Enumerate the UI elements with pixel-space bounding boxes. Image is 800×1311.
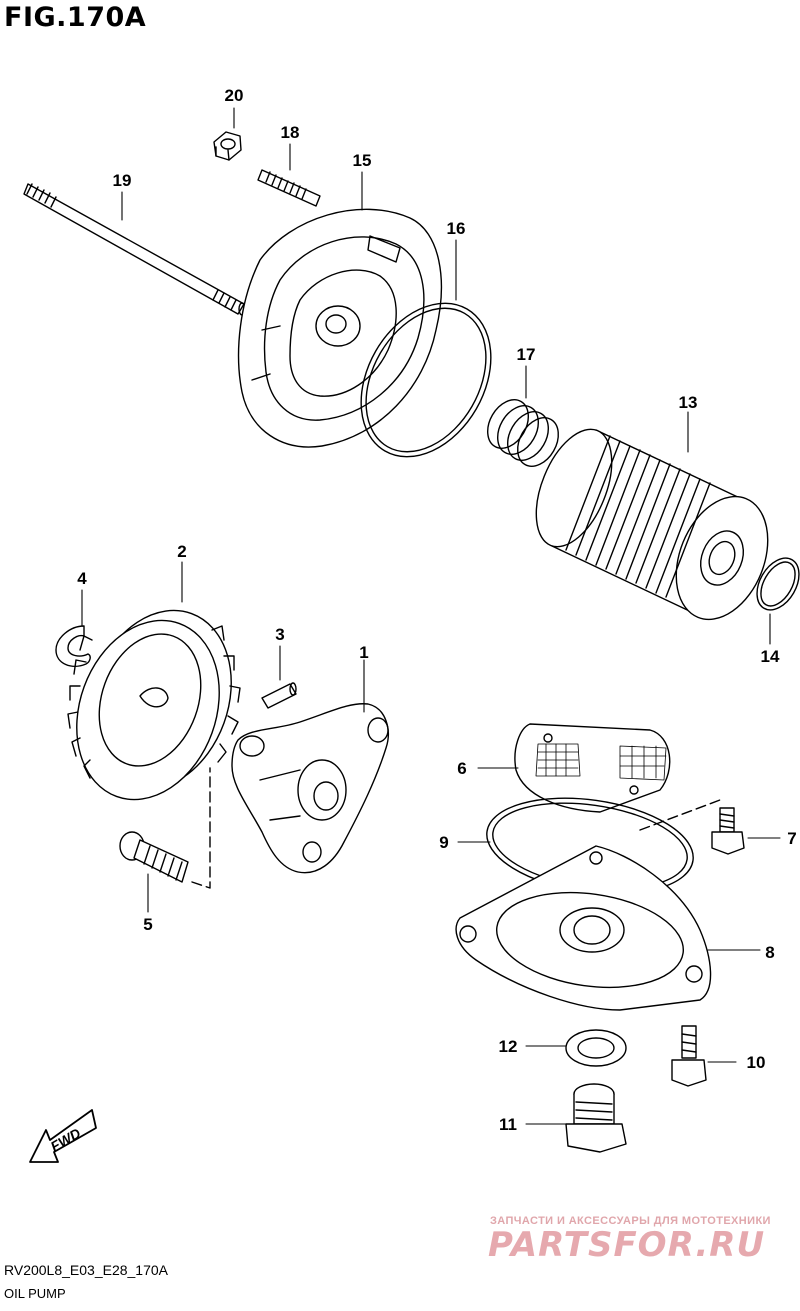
callout-17: 17 <box>517 345 536 364</box>
callout-14: 14 <box>761 647 780 666</box>
callout-13: 13 <box>679 393 698 412</box>
part-6-strainer-plate <box>514 723 671 813</box>
part-5-bolt <box>119 831 189 883</box>
leader-lines <box>81 107 781 1125</box>
callout-7: 7 <box>787 829 796 848</box>
callout-11: 11 <box>499 1115 517 1134</box>
callout-1: 1 <box>359 643 368 662</box>
callout-19: 19 <box>113 171 132 190</box>
callout-12: 12 <box>499 1037 518 1056</box>
part-3-pin <box>261 682 297 709</box>
callout-4: 4 <box>77 569 87 588</box>
watermark-brand: PARTSFOR.RU <box>488 1225 766 1265</box>
callout-18: 18 <box>281 123 300 142</box>
part-4-circlip <box>55 625 91 668</box>
watermark-tagline: ЗАПЧАСТИ И АКСЕССУАРЫ ДЛЯ МОТОТЕХНИКИ <box>490 1215 771 1227</box>
part-5-alignment-line <box>191 767 211 889</box>
part-10-bolt <box>671 1025 707 1087</box>
part-13-oil-filter <box>535 428 769 621</box>
part-11-drain-plug <box>565 1083 627 1153</box>
part-16-o-ring <box>360 302 492 458</box>
callout-20: 20 <box>225 86 244 105</box>
part-19-long-bolt <box>23 183 246 316</box>
figure-subtitle: OIL PUMP <box>4 1286 66 1301</box>
callout-8: 8 <box>765 943 774 962</box>
part-1-oil-pump-body <box>231 703 389 874</box>
fwd-arrow-icon <box>29 1109 97 1163</box>
part-14-o-ring <box>756 557 800 611</box>
part-7-alignment-line <box>639 799 721 831</box>
callout-15: 15 <box>353 151 372 170</box>
figure-title: FIG.170A <box>4 2 147 33</box>
callout-9: 9 <box>439 833 448 852</box>
part-12-washer <box>565 1029 627 1067</box>
part-17-spring <box>487 399 559 467</box>
callout-6: 6 <box>457 759 466 778</box>
part-7-bolt <box>711 807 745 855</box>
callout-3: 3 <box>275 625 284 644</box>
callout-5: 5 <box>143 915 152 934</box>
callout-16: 16 <box>447 219 466 238</box>
callout-10: 10 <box>747 1053 766 1072</box>
diagram-code: RV200L8_E03_E28_170A <box>4 1262 169 1278</box>
part-8-oil-pan-cover <box>455 845 712 1011</box>
part-2-oil-pump-gear <box>67 609 241 801</box>
part-20-nut <box>213 131 242 161</box>
callout-2: 2 <box>177 542 186 561</box>
part-15-pump-cover <box>237 208 442 448</box>
part-18-stud <box>257 169 321 207</box>
